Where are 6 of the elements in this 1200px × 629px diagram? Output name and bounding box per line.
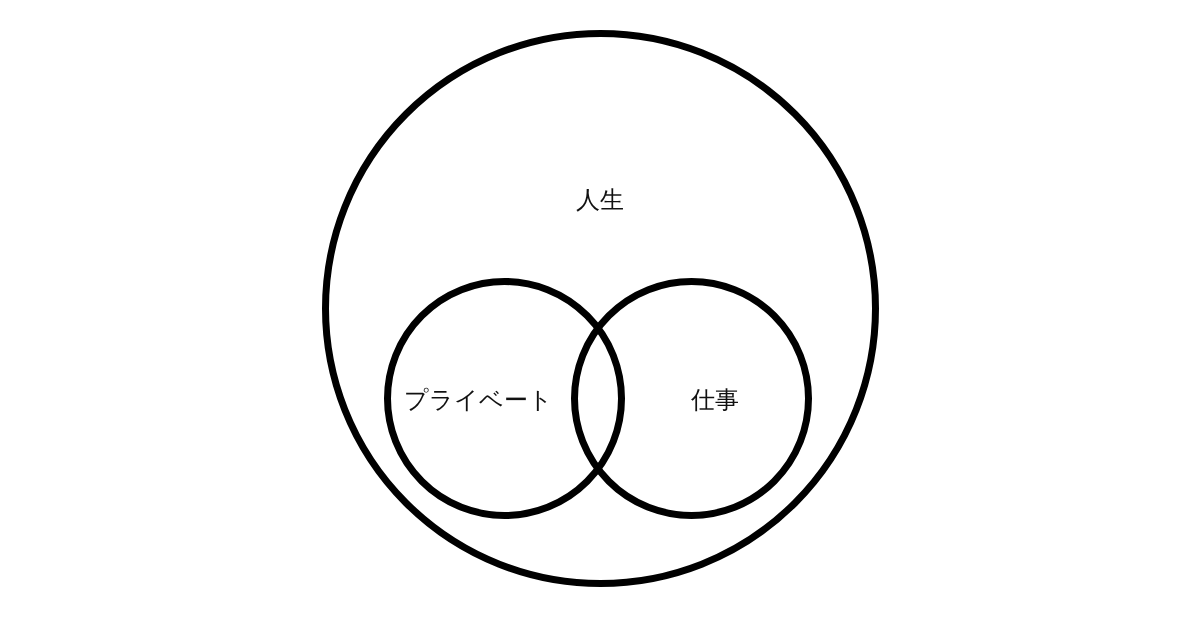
circle: [321, 29, 879, 587]
circle: [384, 278, 625, 519]
circle-label: プライベート: [404, 385, 553, 414]
circle-label: 仕事: [690, 385, 739, 414]
circle: [571, 278, 812, 519]
circle-label: 人生: [576, 186, 624, 214]
